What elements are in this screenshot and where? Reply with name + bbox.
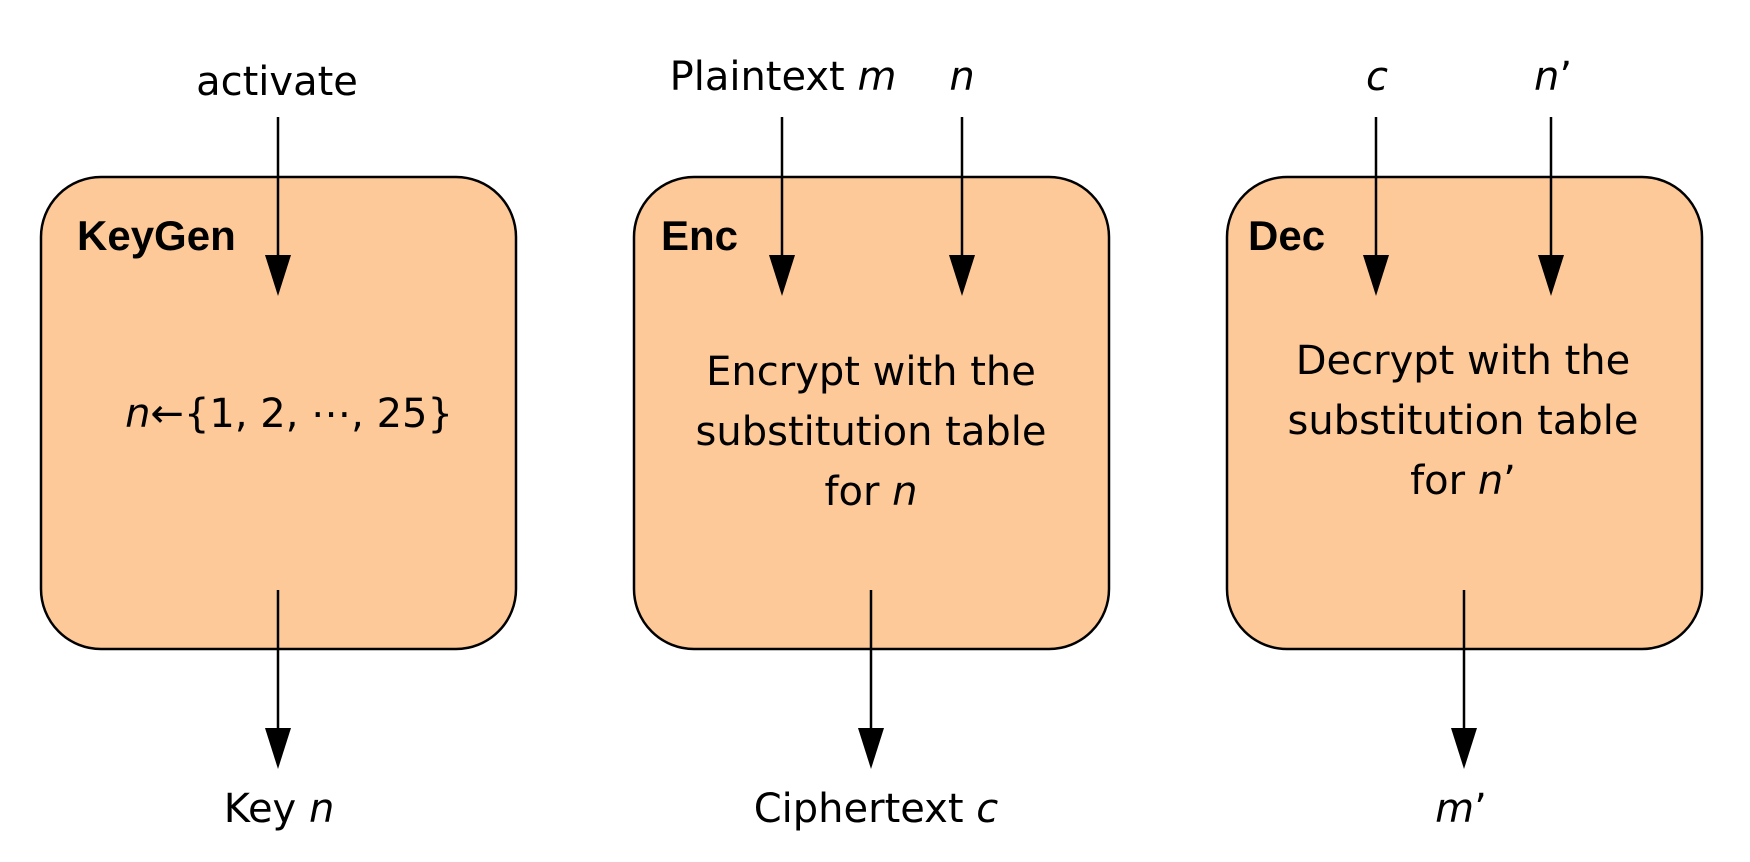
enc-title: Enc (661, 212, 738, 259)
enc-input-plaintext-arrow (769, 117, 795, 296)
keygen-title: KeyGen (77, 212, 236, 259)
dec-body-line-1: Decrypt with the (1296, 338, 1631, 384)
enc-output-label: Ciphertext c (754, 786, 999, 832)
enc-input-key-label: n (949, 54, 974, 100)
enc-input-plaintext-label: Plaintext m (670, 54, 897, 100)
keygen-output-label: Key n (224, 786, 335, 832)
dec-input-cipher-arrow (1363, 117, 1389, 296)
dec-body-line-3: for n’ (1410, 458, 1516, 504)
enc-body-line-2: substitution table (696, 409, 1047, 455)
dec-title: Dec (1248, 212, 1325, 259)
keygen-input-arrow (265, 117, 291, 296)
enc-body-line-1: Encrypt with the (706, 349, 1036, 395)
keygen-block: KeyGen activate n←{1, 2, ⋯, 25} Key n (39, 59, 518, 832)
enc-output-arrow (858, 590, 884, 769)
keygen-output-arrow (265, 590, 291, 769)
enc-input-key-arrow (949, 117, 975, 296)
dec-output-label: m’ (1435, 786, 1487, 832)
keygen-input-label: activate (196, 59, 358, 105)
dec-block: Dec c n’ Decrypt with the substitution t… (1225, 54, 1704, 832)
enc-body-line-3: for n (824, 469, 917, 515)
dec-body-line-2: substitution table (1288, 398, 1639, 444)
dec-input-key-arrow (1538, 117, 1564, 296)
dec-input-cipher-label: c (1366, 54, 1388, 100)
enc-block: Enc Plaintext m n Encrypt with the subst… (632, 54, 1111, 832)
keygen-body-text: n←{1, 2, ⋯, 25} (125, 391, 453, 437)
dec-output-arrow (1451, 590, 1477, 769)
dec-input-key-label: n’ (1534, 54, 1572, 100)
